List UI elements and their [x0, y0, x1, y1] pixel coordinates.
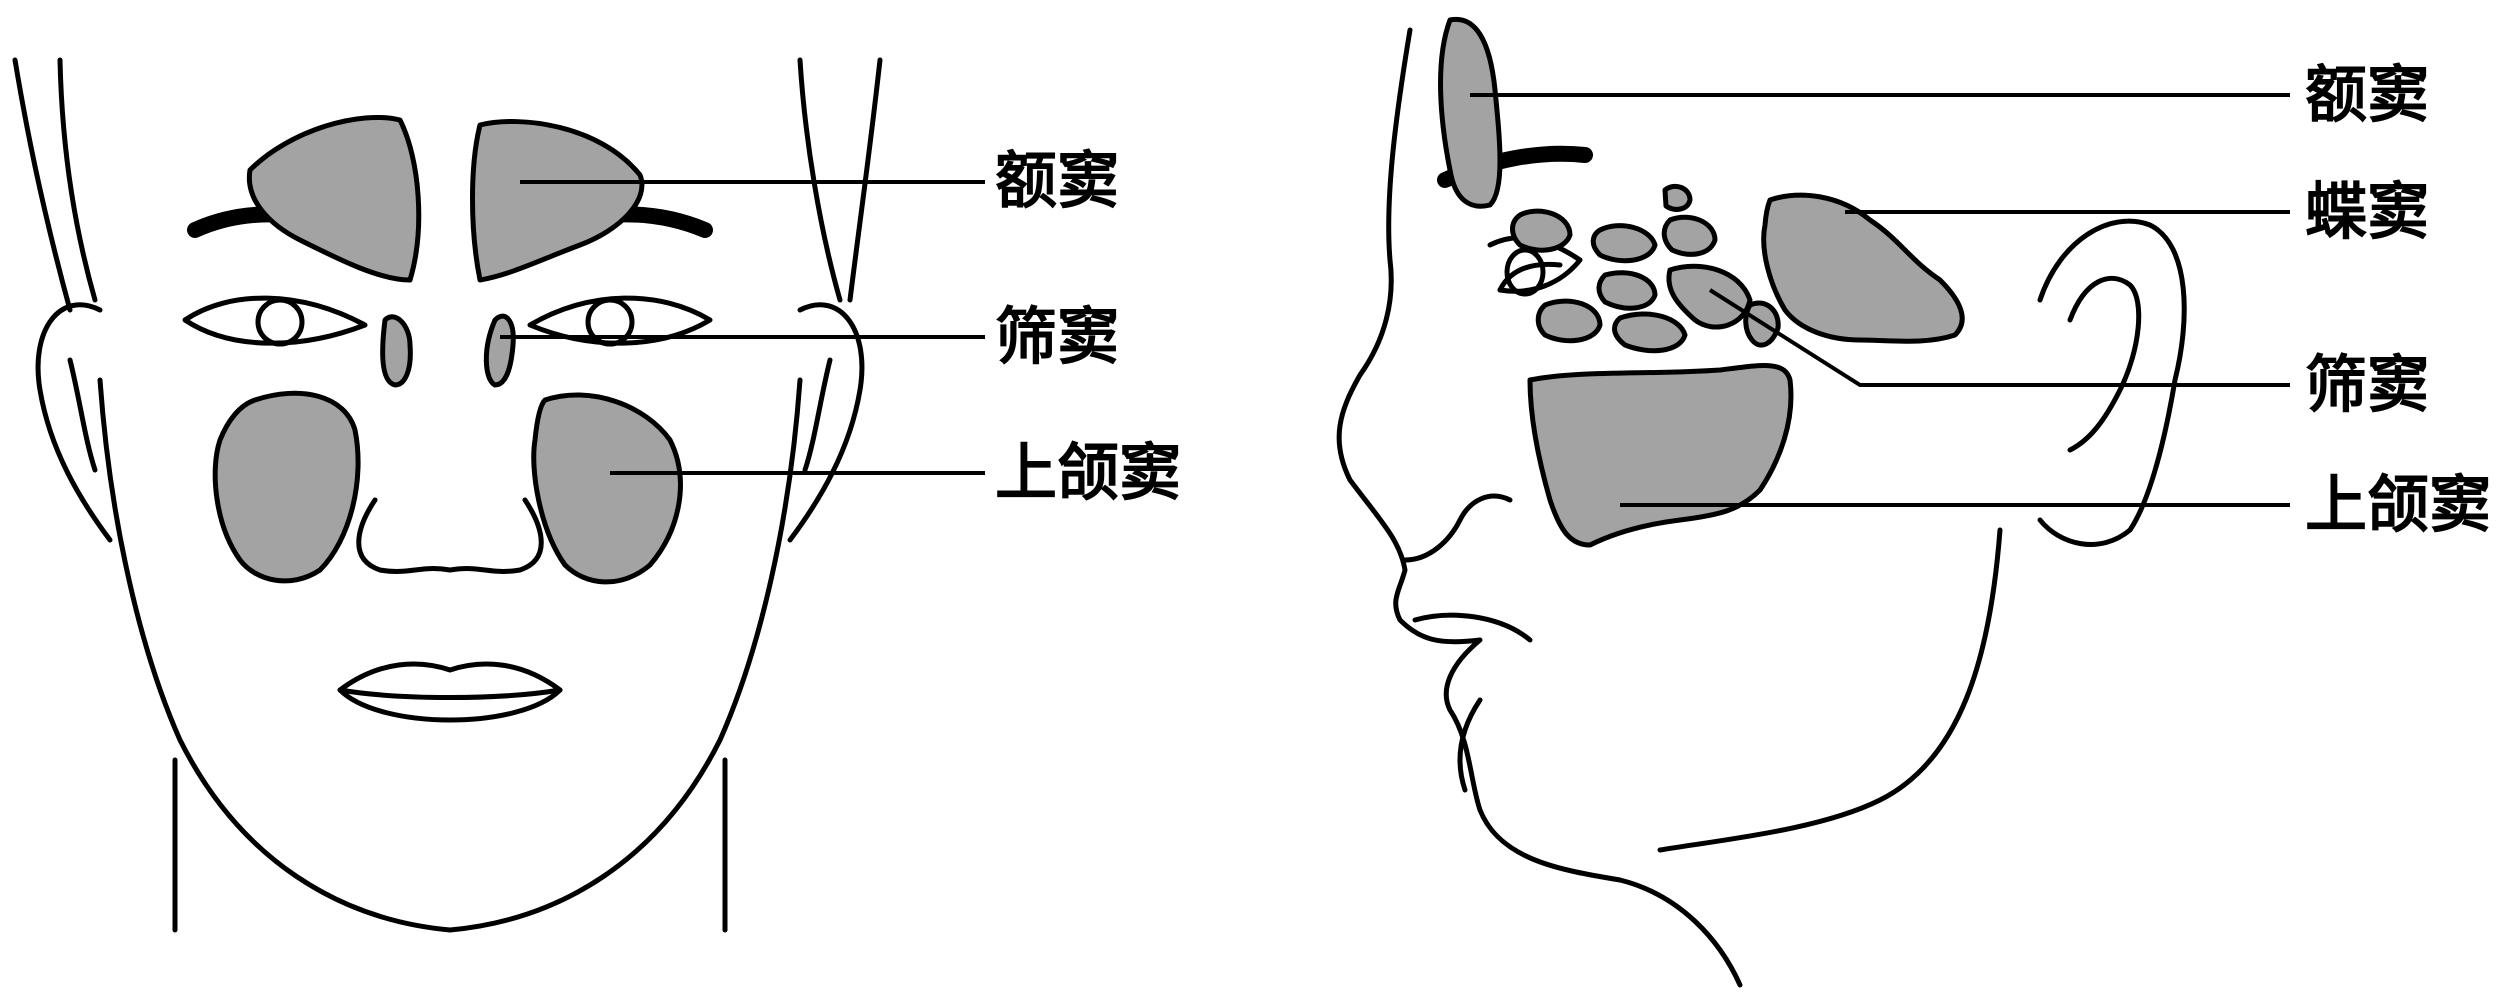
- side-label-ethmoid-sinus: 筛窦: [2305, 348, 2430, 421]
- front-frontal-sinus: [246, 115, 645, 283]
- side-label-sphenoid-sinus: 蝶窦: [2305, 175, 2430, 248]
- side-frontal-sinus: [1438, 16, 1503, 209]
- side-sphenoid-sinus: [1761, 192, 1965, 344]
- front-ethmoid-sinus: [380, 313, 516, 388]
- front-label-maxillary-sinus: 上颌窦: [995, 436, 1182, 509]
- front-maxillary-sinus: [212, 390, 683, 585]
- front-label-frontal-sinus: 额窦: [995, 144, 1120, 217]
- side-ethmoid-sinus: [1510, 183, 1781, 354]
- front-label-ethmoid-sinus: 筛窦: [995, 300, 1120, 373]
- front-view-face: [12, 57, 883, 933]
- side-label-maxillary-sinus: 上颌窦: [2305, 468, 2492, 541]
- side-leader-ethmoid: [1708, 288, 2290, 387]
- side-maxillary-sinus: [1527, 363, 1794, 548]
- side-label-frontal-sinus: 额窦: [2305, 58, 2430, 131]
